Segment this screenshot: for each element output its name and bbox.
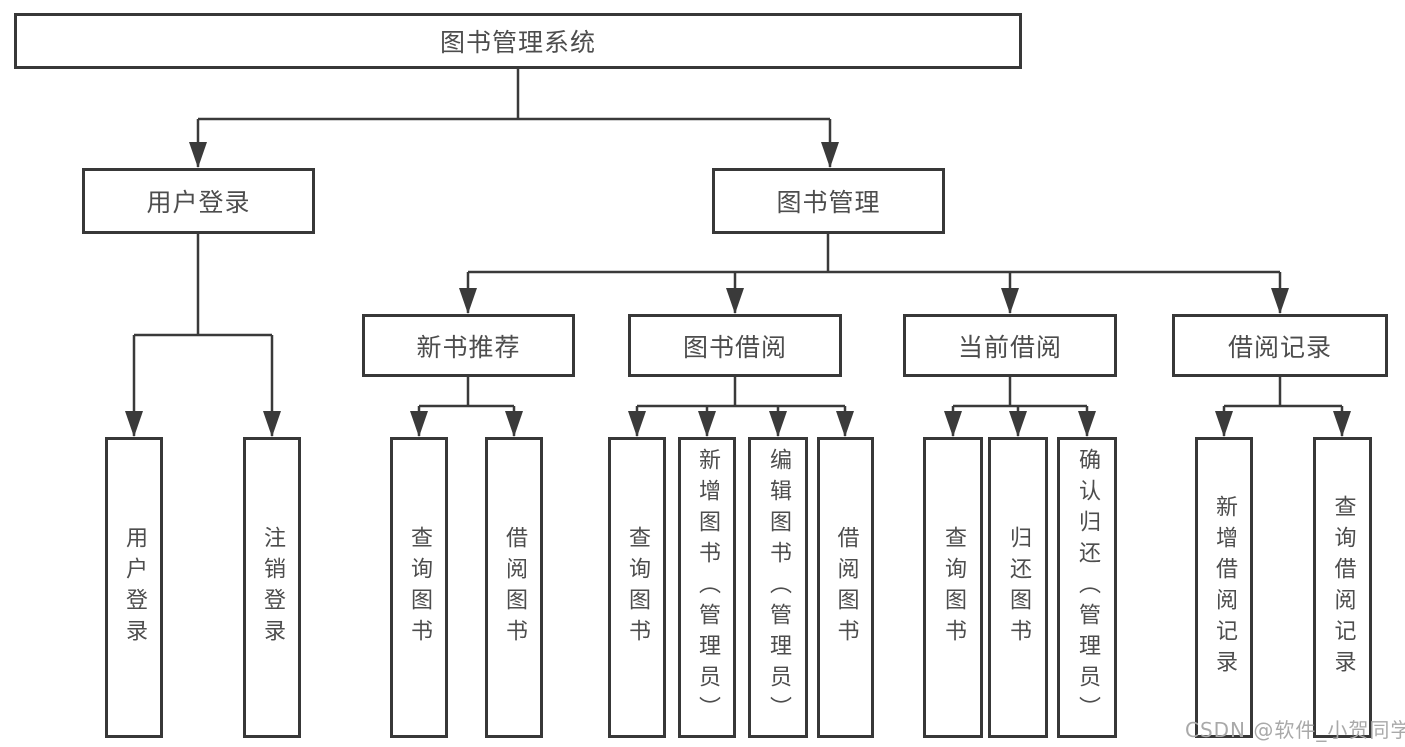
node-current-borrowing: 当前借阅: [903, 314, 1117, 377]
node-new-book-recommendation: 新书推荐: [362, 314, 575, 377]
leaf-query-borrow-record: 查询借阅记录: [1313, 437, 1372, 738]
node-label: 注销登录: [260, 525, 285, 650]
node-label: 新增借阅记录: [1212, 494, 1237, 681]
node-label: 图书管理系统: [439, 28, 596, 57]
node-label: 确认归还（管理员）: [1075, 448, 1100, 727]
leaf-query-books-recommend: 查询图书: [390, 437, 448, 738]
node-library-management-system: 图书管理系统: [14, 13, 1022, 69]
leaf-add-borrow-record: 新增借阅记录: [1195, 437, 1253, 738]
leaf-confirm-return-admin: 确认归还（管理员）: [1057, 437, 1117, 738]
node-label: 查询借阅记录: [1330, 494, 1356, 681]
csdn-watermark: CSDN @软件_小贺同学: [1185, 718, 1405, 742]
leaf-query-books-current: 查询图书: [923, 437, 983, 738]
node-label: 编辑图书（管理员）: [766, 448, 791, 727]
node-borrowing-records: 借阅记录: [1172, 314, 1388, 377]
node-label: 图书管理: [776, 188, 881, 217]
node-label: 用户登录: [146, 188, 251, 217]
leaf-logout: 注销登录: [243, 437, 301, 738]
leaf-edit-book-admin: 编辑图书（管理员）: [748, 437, 808, 738]
node-label: 新书推荐: [416, 332, 521, 362]
node-label: 当前借阅: [957, 332, 1062, 362]
node-label: 归还图书: [1006, 525, 1031, 650]
node-label: 借阅记录: [1227, 332, 1332, 362]
leaf-add-book-admin: 新增图书（管理员）: [678, 437, 736, 738]
node-book-borrowing: 图书借阅: [628, 314, 842, 377]
leaf-user-login: 用户登录: [105, 437, 163, 738]
node-user-login: 用户登录: [82, 168, 315, 234]
node-label: 查询图书: [407, 525, 432, 650]
node-label: 借阅图书: [833, 525, 859, 650]
node-label: 借阅图书: [502, 525, 527, 650]
node-label: 查询图书: [941, 525, 966, 650]
leaf-query-books-borrow: 查询图书: [608, 437, 666, 738]
leaf-borrow-books: 借阅图书: [817, 437, 874, 738]
node-label: 查询图书: [625, 525, 650, 650]
leaf-borrow-books-recommend: 借阅图书: [485, 437, 543, 738]
connector-skeleton: [134, 68, 1342, 408]
leaf-return-books: 归还图书: [988, 437, 1048, 738]
connector-arrows: [125, 119, 1351, 437]
node-label: 新增图书（管理员）: [695, 448, 720, 727]
node-book-management: 图书管理: [712, 168, 945, 234]
node-label: 图书借阅: [682, 332, 787, 362]
node-label: 用户登录: [122, 525, 147, 650]
